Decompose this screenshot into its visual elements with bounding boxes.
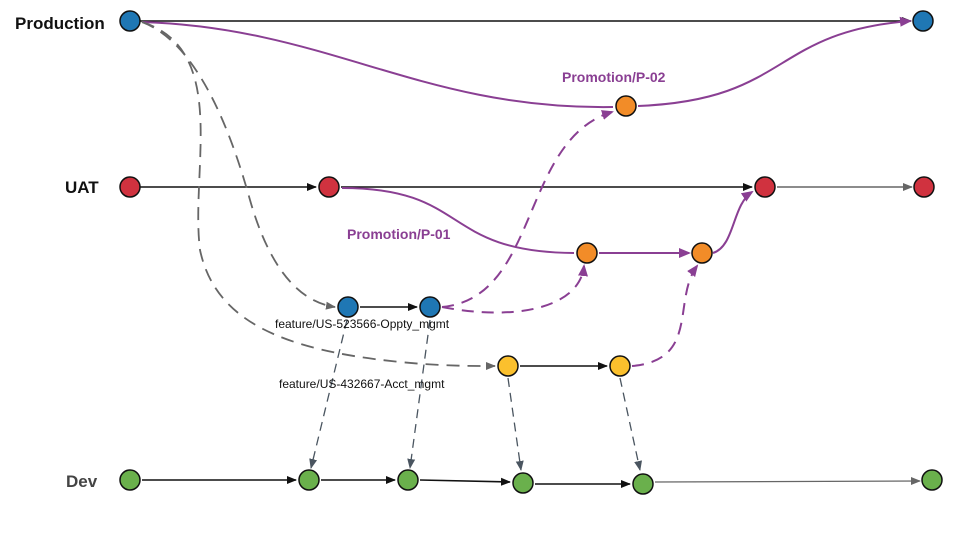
promotion-label-p02: Promotion/P-02 <box>562 69 666 85</box>
lane-label-uat: UAT <box>65 178 99 197</box>
edge-p01-to-uat <box>712 190 754 254</box>
edge-uat-to-p01 <box>341 187 575 254</box>
node-dev-3[interactable] <box>397 469 419 491</box>
edge-oppty2-to-dev <box>407 319 431 469</box>
feature-label-acct: feature/US-432667-Acct_mgmt <box>279 377 445 391</box>
edge-acct-to-p01 <box>631 264 699 367</box>
node-uat-2[interactable] <box>318 176 340 198</box>
edge-acct2-to-dev <box>619 377 642 471</box>
node-dev-2[interactable] <box>298 469 320 491</box>
node-dev-1[interactable] <box>119 469 141 491</box>
node-dev-6[interactable] <box>921 469 943 491</box>
edge-production-to-acct <box>141 21 496 370</box>
promotion-label-p01: Promotion/P-01 <box>347 226 451 242</box>
node-promotion-p01-1[interactable] <box>576 242 598 264</box>
lane-label-dev: Dev <box>66 472 98 491</box>
edge-oppty-to-p02 <box>441 110 614 308</box>
node-uat-1[interactable] <box>119 176 141 198</box>
node-promotion-p02[interactable] <box>615 95 637 117</box>
node-uat-4[interactable] <box>913 176 935 198</box>
node-dev-4[interactable] <box>512 472 534 494</box>
edge-production-to-p02 <box>141 21 614 109</box>
edge-dev-3 <box>419 477 511 486</box>
edge-oppty-to-p01 <box>441 264 588 314</box>
edge-oppty1-to-dev <box>309 319 348 469</box>
node-promotion-p01-2[interactable] <box>691 242 713 264</box>
lane-label-production: Production <box>15 14 105 33</box>
feature-label-oppty: feature/US-523566-Oppty_mgmt <box>275 317 450 331</box>
node-feature-oppty-2[interactable] <box>419 296 441 318</box>
edge-p02-to-production <box>637 16 912 107</box>
node-uat-3[interactable] <box>754 176 776 198</box>
node-feature-acct-2[interactable] <box>609 355 631 377</box>
node-dev-5[interactable] <box>632 473 654 495</box>
node-feature-oppty-1[interactable] <box>337 296 359 318</box>
edge-production-to-oppty <box>141 21 336 310</box>
node-production-end[interactable] <box>912 10 934 32</box>
node-production-start[interactable] <box>119 10 141 32</box>
node-feature-acct-1[interactable] <box>497 355 519 377</box>
edge-acct1-to-dev <box>507 377 524 471</box>
edge-dev-5 <box>654 477 921 486</box>
